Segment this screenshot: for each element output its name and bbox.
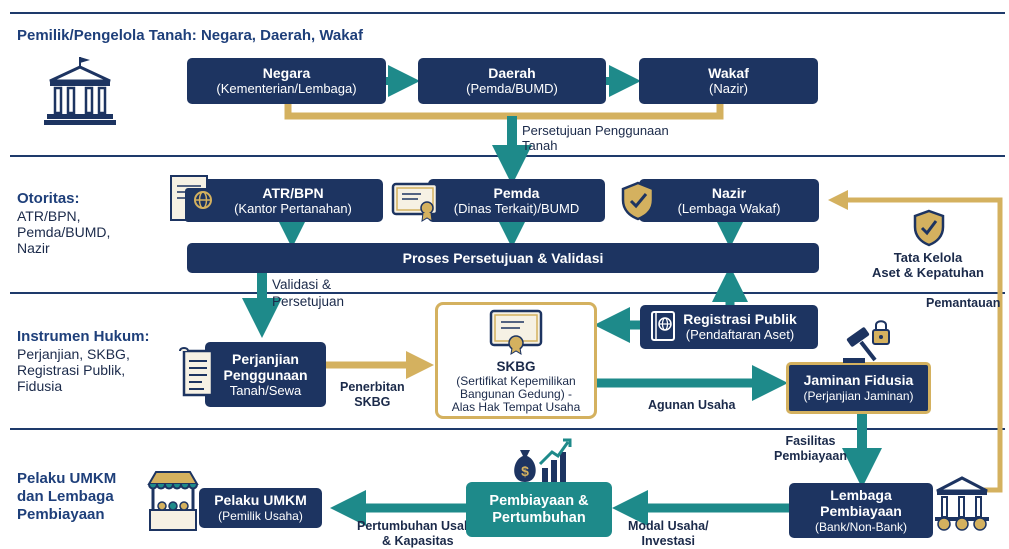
section-title-legal: Instrumen Hukum: [17,328,150,345]
box-negara-title: Negara [262,65,311,81]
box-wakaf: Wakaf (Nazir) [639,58,818,104]
box-nazir-sub: (Lembaga Wakaf) [677,200,781,216]
box-skbg-sub: (Sertifikat Kepemilikan Bangunan Gedung)… [451,374,581,414]
label-penerbitan: Penerbitan SKBG [340,380,405,409]
box-pemda-sub: (Dinas Terkait)/BUMD [453,200,580,216]
label-fasilitas: Fasilitas Pembiayaan [774,434,847,463]
box-daerah-title: Daerah [488,65,536,81]
label-pertumbuhan: Pertumbuhan Usaha & Kapasitas [357,519,479,548]
certificate-globe-icon [170,175,221,222]
box-perjanjian-title: Perjanjian Penggunaan [223,350,308,383]
box-perjanjian-sub: Tanah/Sewa [229,382,302,398]
box-proses-title: Proses Persetujuan & Validasi [402,250,604,266]
box-umkm-sub: (Pemilik Usaha) [218,509,303,523]
label-tata-kelola: Tata Kelola Aset & Kepatuhan [872,250,984,280]
box-daerah: Daerah (Pemda/BUMD) [418,58,606,104]
box-pembiayaan-pertumbuhan: Pembiayaan & Pertumbuhan [466,482,612,537]
box-atr-title: ATR/BPN [262,184,324,201]
svg-text:$: $ [521,463,529,479]
market-stall-icon [147,471,199,531]
box-registrasi-title: Registrasi Publik [683,311,797,327]
box-atr-sub: (Kantor Pertanahan) [234,200,352,216]
document-icon [179,347,214,397]
box-registrasi-sub: (Pendaftaran Aset) [685,327,795,342]
section-title-owners: Pemilik/Pengelola Tanah: Negara, Daerah,… [17,27,363,44]
gold-frame-owners [284,104,724,120]
section-divider [10,292,1005,294]
shield-check-icon [621,181,655,221]
label-persetujuan: Persetujuan Penggunaan Tanah [522,123,669,153]
money-bag-chart-icon: $ [514,438,572,482]
box-proses-persetujuan: Proses Persetujuan & Validasi [187,243,819,273]
government-building-icon [44,57,116,125]
shield-check-icon [913,209,945,247]
box-daerah-sub: (Pemda/BUMD) [466,81,558,96]
label-validasi: Validasi & Persetujuan [272,277,345,309]
certificate-scroll-icon [489,309,543,355]
box-perjanjian: Perjanjian Penggunaan Tanah/Sewa [205,342,326,407]
globe-book-icon [651,311,675,341]
box-nazir-title: Nazir [711,184,747,201]
certificate-scroll-icon [391,182,439,222]
box-wakaf-title: Wakaf [708,65,749,81]
box-pemda: Pemda (Dinas Terkait)/BUMD [428,179,605,222]
section-title-authority: Otoritas: [17,190,80,207]
box-skbg-title: SKBG [496,359,536,374]
section-title-umkm: Pelaku UMKM dan Lembaga Pembiayaan [17,470,117,523]
box-negara: Negara (Kementerian/Lembaga) [187,58,386,104]
box-wakaf-sub: (Nazir) [709,81,748,96]
bank-icon [935,476,989,531]
box-lembaga-pembiayaan: Lembaga Pembiayaan (Bank/Non-Bank) [789,483,933,538]
section-divider [10,12,1005,14]
box-pembiayaan-title: Pembiayaan & Pertumbuhan [489,492,589,526]
section-divider [10,428,1005,430]
box-atr-bpn: ATR/BPN (Kantor Pertanahan) [203,179,383,222]
box-lembaga-title: Lembaga Pembiayaan [820,486,902,519]
gavel-lock-icon [843,320,890,363]
label-agunan: Agunan Usaha [648,398,736,412]
box-jaminan-title: Jaminan Fidusia [803,372,914,388]
box-pemda-title: Pemda [493,184,540,201]
box-umkm-title: Pelaku UMKM [214,492,307,508]
label-modal: Modal Usaha/ Investasi [628,519,709,548]
box-jaminan-fidusia: Jaminan Fidusia (Perjanjian Jaminan) [786,362,931,414]
box-negara-sub: (Kementerian/Lembaga) [216,81,357,96]
section-sub-authority: ATR/BPN, Pemda/BUMD, Nazir [17,208,111,256]
box-jaminan-sub: (Perjanjian Jaminan) [803,389,914,403]
box-nazir: Nazir (Lembaga Wakaf) [639,179,819,222]
box-lembaga-sub: (Bank/Non-Bank) [814,519,908,534]
section-sub-legal: Perjanjian, SKBG, Registrasi Publik, Fid… [17,346,130,394]
label-pemantauan: Pemantauan [926,296,1001,310]
box-pelaku-umkm: Pelaku UMKM (Pemilik Usaha) [199,488,322,528]
